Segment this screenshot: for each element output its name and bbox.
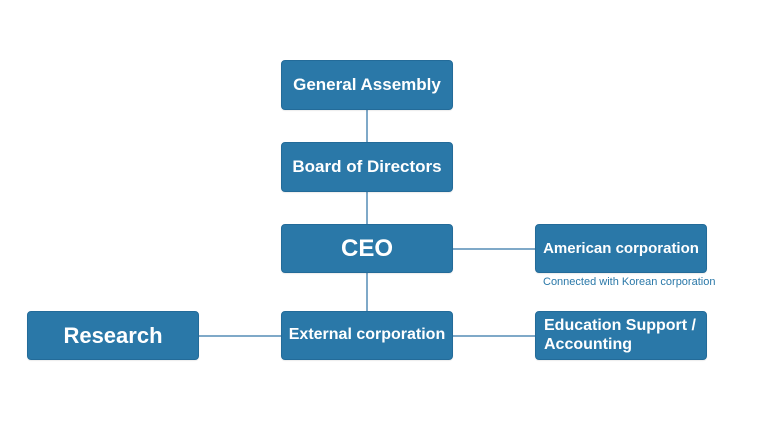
connector-general-assembly-to-board — [366, 110, 368, 142]
node-general-assembly: General Assembly — [281, 60, 453, 110]
connector-board-to-ceo — [366, 192, 368, 224]
node-label: Research — [63, 322, 163, 348]
node-american-corporation: American corporation — [535, 224, 707, 273]
node-ceo: CEO — [281, 224, 453, 273]
node-education-support-accounting: Education Support / Accounting — [535, 311, 707, 360]
node-label: Education Support / Accounting — [544, 317, 696, 353]
node-label: American corporation — [543, 239, 699, 257]
connector-ceo-to-external — [366, 273, 368, 312]
node-label: External corporation — [288, 326, 446, 344]
node-label: General Assembly — [293, 75, 441, 95]
node-label: CEO — [340, 234, 393, 262]
node-research: Research — [27, 311, 199, 360]
connector-research-to-external — [198, 335, 282, 337]
connector-ceo-to-american — [452, 248, 536, 250]
connector-external-to-education — [452, 335, 536, 337]
american-corporation-note: Connected with Korean corporation — [543, 276, 716, 288]
node-board-of-directors: Board of Directors — [281, 142, 453, 192]
node-external-corporation: External corporation — [281, 311, 453, 360]
node-label: Board of Directors — [292, 157, 442, 177]
